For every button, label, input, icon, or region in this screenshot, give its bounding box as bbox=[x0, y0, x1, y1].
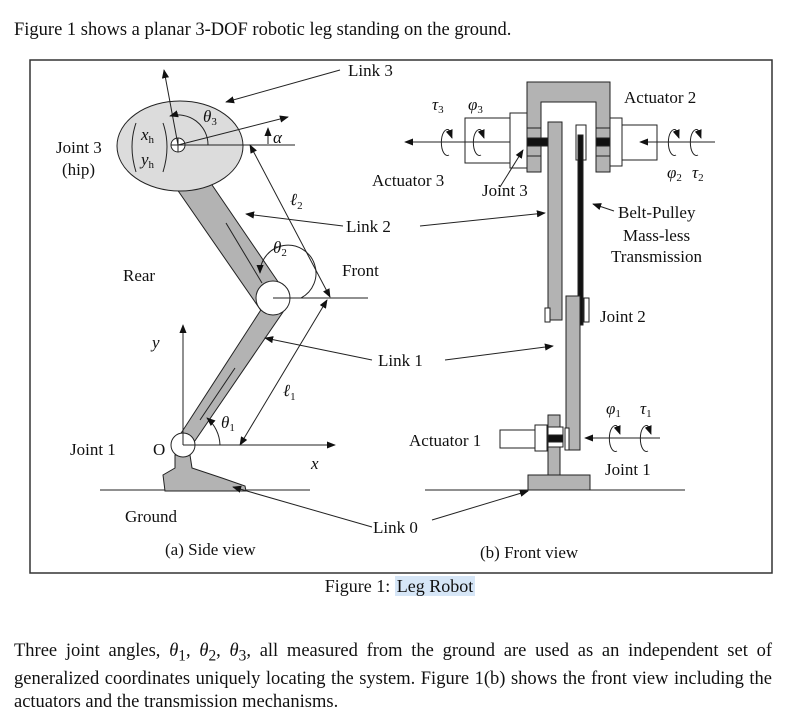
link-3-bracket bbox=[526, 81, 611, 173]
xh-label: xh bbox=[140, 125, 155, 146]
rear-label: Rear bbox=[123, 266, 155, 285]
link-0-foot bbox=[162, 454, 247, 492]
side-view bbox=[100, 69, 373, 528]
joint1-side-label: Joint 1 bbox=[70, 440, 116, 459]
link2-label: Link 2 bbox=[346, 217, 391, 236]
joint3-front-label: Joint 3 bbox=[482, 181, 528, 200]
actuator-1-body bbox=[499, 429, 536, 449]
tau1-label: τ1 bbox=[640, 399, 652, 420]
y-axis-label: y bbox=[150, 333, 160, 352]
joint3-label: Joint 3 bbox=[56, 138, 102, 157]
link3-label: Link 3 bbox=[348, 61, 393, 80]
ground-label: Ground bbox=[125, 507, 177, 526]
phi2-label: φ2 bbox=[667, 163, 682, 184]
caption-prefix: Figure 1: bbox=[324, 576, 391, 596]
side-view-title: (a) Side view bbox=[165, 540, 256, 559]
x-axis-label: x bbox=[310, 454, 319, 473]
actuator-3-body bbox=[464, 117, 511, 164]
front-view-labels: Actuator 2 Actuator 3 Joint 3 Belt-Pulle… bbox=[372, 88, 704, 562]
caption-highlight[interactable]: Leg Robot bbox=[394, 576, 476, 596]
l1-dimension bbox=[239, 299, 328, 446]
figure-caption: Figure 1: Leg Robot bbox=[0, 576, 800, 597]
side-view-labels: Joint 3 (hip) xh yh θ3 α ℓ2 θ2 ℓ1 θ1 Rea… bbox=[56, 61, 423, 559]
theta3-label: θ3 bbox=[203, 107, 217, 128]
joint2-label: Joint 2 bbox=[600, 307, 646, 326]
theta2-label: θ2 bbox=[273, 238, 287, 259]
intro-text: Figure 1 shows a planar 3-DOF robotic le… bbox=[14, 20, 512, 40]
link0-label: Link 0 bbox=[373, 518, 418, 537]
belt-label-1: Belt-Pulley bbox=[618, 203, 696, 222]
actuator3-label: Actuator 3 bbox=[372, 171, 444, 190]
tau2-label: τ2 bbox=[692, 163, 704, 184]
joint-2-shaft bbox=[595, 137, 611, 147]
hip-label: (hip) bbox=[62, 160, 95, 179]
link1-label: Link 1 bbox=[378, 351, 423, 370]
rotation-arrows bbox=[440, 129, 702, 452]
l2-dimension bbox=[249, 144, 331, 298]
yh-label: yh bbox=[139, 150, 155, 171]
theta1-label: θ1 bbox=[221, 413, 235, 434]
joint1-front-label: Joint 1 bbox=[605, 460, 651, 479]
belt-label-2: Mass-less bbox=[623, 226, 690, 245]
front-view bbox=[404, 81, 715, 521]
actuator1-label: Actuator 1 bbox=[409, 431, 481, 450]
link-1-bar bbox=[565, 295, 581, 451]
body-paragraph: Three joint angles, θ1, θ2, θ3, all meas… bbox=[14, 641, 772, 712]
actuator2-label: Actuator 2 bbox=[624, 88, 696, 107]
front-label: Front bbox=[342, 261, 379, 280]
front-view-title: (b) Front view bbox=[480, 543, 579, 562]
link-2-bar bbox=[547, 121, 563, 321]
l1-label: ℓ1 bbox=[283, 381, 296, 403]
belt-label-3: Transmission bbox=[611, 247, 703, 266]
tau3-label: τ3 bbox=[432, 95, 444, 116]
alpha-label: α bbox=[273, 128, 283, 147]
joint-3-shaft bbox=[526, 137, 549, 147]
figure-frame bbox=[29, 59, 773, 574]
link-0-base bbox=[527, 474, 591, 491]
origin-label: O bbox=[153, 440, 165, 459]
phi1-label: φ1 bbox=[606, 399, 621, 420]
phi3-label: φ3 bbox=[468, 95, 483, 116]
l2-label: ℓ2 bbox=[290, 190, 303, 212]
